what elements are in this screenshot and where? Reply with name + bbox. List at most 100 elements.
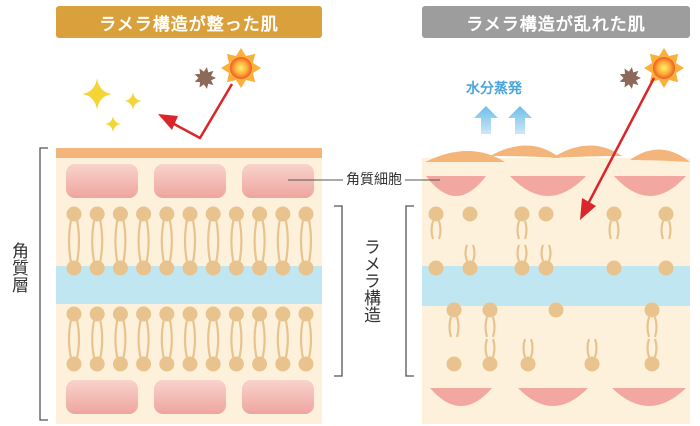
lipid-tail <box>653 316 658 338</box>
lipid-tail <box>191 219 197 263</box>
lipid-head <box>66 206 82 222</box>
lipid-tail <box>230 319 235 359</box>
lipid-tail <box>114 219 119 263</box>
corneocyte-flake <box>490 145 560 158</box>
lamellar-bracket-left <box>334 205 343 377</box>
lipid-tail <box>523 244 528 262</box>
lipid-tail <box>455 316 460 338</box>
lipid-fragments <box>428 206 674 372</box>
lipid-tail <box>471 244 476 262</box>
lipid-head <box>182 260 198 276</box>
lipid-head <box>228 260 244 276</box>
lipid-tail <box>448 316 453 338</box>
lipid-head <box>112 356 128 372</box>
label-corneocyte: 角質細胞 <box>346 172 402 188</box>
lipid-tail <box>615 220 620 240</box>
lipid-head <box>462 260 478 276</box>
lipid-tail <box>261 319 266 359</box>
lipid-head <box>182 206 198 222</box>
lipid-tail <box>137 319 142 359</box>
lipid-tail <box>484 316 489 338</box>
corneocyte-cells <box>425 145 690 406</box>
lipid-tail <box>99 319 104 359</box>
lipid-head <box>66 260 82 276</box>
lipid-head <box>89 260 105 276</box>
lipid-head <box>275 206 291 222</box>
surface-layer <box>56 148 322 158</box>
lipid-head <box>298 206 314 222</box>
lipid-tail <box>593 338 598 358</box>
lipid-head <box>205 206 221 222</box>
lipid-tail <box>653 338 658 358</box>
lipid-tail <box>276 319 281 359</box>
lipid-bilayer <box>66 206 314 372</box>
lipid-tail <box>284 319 289 359</box>
lipid-head <box>606 206 622 222</box>
corneocyte-cell <box>430 388 492 406</box>
lipid-head <box>112 260 128 276</box>
lipid-head <box>66 356 82 372</box>
lipid-head <box>538 206 554 222</box>
lipid-head <box>112 206 128 222</box>
lipid-tail <box>67 319 73 359</box>
corneocyte-cell <box>154 164 226 198</box>
corneocyte-cell <box>612 388 686 406</box>
lipid-head <box>159 260 175 276</box>
lipid-head <box>228 356 244 372</box>
lipid-head <box>482 356 498 372</box>
lipid-head <box>462 206 478 222</box>
lipid-tail <box>238 319 243 359</box>
sun-icon <box>644 48 684 88</box>
lipid-head <box>182 306 198 322</box>
lipid-tail <box>491 316 496 338</box>
corneocyte-cell <box>518 388 588 406</box>
lipid-head <box>159 206 175 222</box>
lipid-tail <box>91 219 96 263</box>
lipid-head <box>538 260 554 276</box>
corneocyte-cell <box>242 164 314 198</box>
lipid-head <box>66 306 82 322</box>
lipid-head <box>136 356 152 372</box>
corneocyte-cell <box>66 164 138 198</box>
lipid-tail <box>464 244 469 262</box>
lipid-head <box>482 302 498 318</box>
lipid-tail <box>145 319 150 359</box>
penetrate-arrow-icon <box>580 77 656 220</box>
lipid-tail <box>114 319 119 359</box>
lipid-tail <box>276 219 281 263</box>
sun-core <box>653 57 675 79</box>
sparkle-icon <box>82 78 142 132</box>
lipid-head <box>112 306 128 322</box>
lipid-head <box>136 260 152 276</box>
lipid-tail <box>253 319 258 359</box>
lipid-head <box>644 356 660 372</box>
lipid-tail <box>91 319 96 359</box>
dust-particle <box>194 67 216 89</box>
lipid-head <box>275 356 291 372</box>
lipid-tail <box>586 338 591 358</box>
damaged-skin-panel <box>422 145 690 424</box>
lipid-tail <box>238 219 243 263</box>
lipid-tail <box>284 219 289 263</box>
evaporation-arrow-icon <box>474 106 532 134</box>
lipid-head <box>298 260 314 276</box>
lipid-head <box>228 206 244 222</box>
lamellar-bracket-right <box>405 205 414 377</box>
corneocyte-cell <box>510 176 586 196</box>
lipid-head <box>205 260 221 276</box>
lipid-tail <box>67 219 73 263</box>
lipid-head <box>89 306 105 322</box>
lipid-head <box>205 356 221 372</box>
label-evaporation: 水分蒸発 <box>466 81 522 97</box>
lipid-tail <box>646 338 651 358</box>
lipid-head <box>136 206 152 222</box>
lipid-tail <box>122 219 127 263</box>
lipid-head <box>514 206 530 222</box>
lipid-head <box>428 260 444 276</box>
dust-particle-icon <box>619 67 641 89</box>
lipid-tail <box>122 319 127 359</box>
lipid-head <box>606 260 622 276</box>
corneocyte-cell <box>242 380 314 414</box>
healthy-skin-panel <box>56 148 322 424</box>
